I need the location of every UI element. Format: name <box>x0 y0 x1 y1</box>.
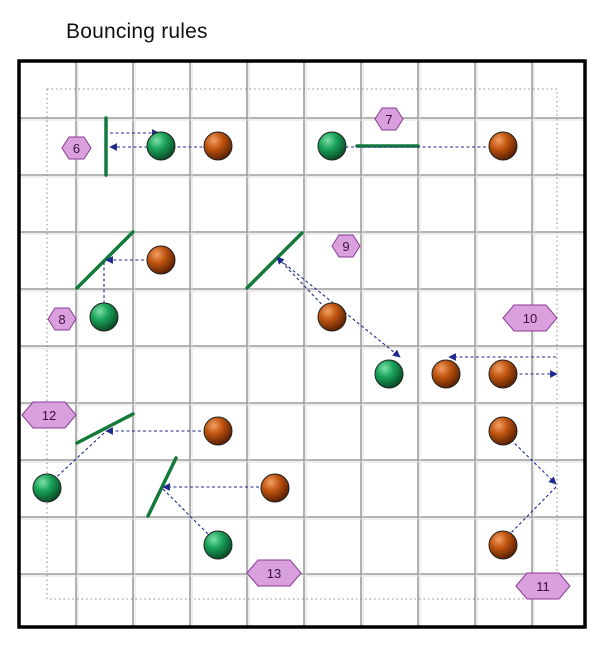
balls <box>32 131 518 560</box>
badge-7: 7 <box>374 107 404 131</box>
orange-ball <box>488 416 518 446</box>
arrow-13-out <box>162 488 215 541</box>
orange-ball <box>203 416 233 446</box>
badge-13: 13 <box>246 559 302 587</box>
badge-10: 10 <box>502 304 558 332</box>
mirror-13 <box>146 456 178 518</box>
green-ball <box>374 359 404 389</box>
badge-12-label: 12 <box>42 408 56 423</box>
green-ball <box>203 530 233 560</box>
mirror-8 <box>75 230 135 290</box>
badge-9: 9 <box>331 234 361 258</box>
badge-11-label: 11 <box>536 579 550 594</box>
orange-ball <box>203 131 233 161</box>
mirrors <box>75 116 420 518</box>
arrow-12-out <box>48 432 105 485</box>
orange-ball <box>488 131 518 161</box>
green-ball <box>32 473 62 503</box>
green-ball <box>89 302 119 332</box>
orange-ball <box>317 302 347 332</box>
badge-6: 6 <box>61 136 92 160</box>
badge-8-label: 8 <box>58 312 65 327</box>
orange-ball <box>431 359 461 389</box>
rule-badges: 6 7 8 9 10 11 12 <box>21 107 571 600</box>
arrow-11-out <box>503 486 557 541</box>
green-ball <box>146 131 176 161</box>
badge-13-label: 13 <box>267 566 281 581</box>
orange-ball <box>488 359 518 389</box>
badge-7-label: 7 <box>385 112 392 127</box>
arrow-9-in <box>276 256 330 313</box>
grid <box>19 61 585 627</box>
badge-9-label: 9 <box>342 239 349 254</box>
inner-dotted-boundary <box>46 88 558 600</box>
badge-12: 12 <box>21 401 77 429</box>
mirror-12 <box>75 412 135 445</box>
orange-ball <box>260 473 290 503</box>
board-border <box>17 59 587 629</box>
orange-ball <box>488 530 518 560</box>
mirror-9 <box>245 231 304 290</box>
badge-6-label: 6 <box>73 141 80 156</box>
diagram-title: Bouncing rules <box>66 20 208 43</box>
badge-10-label: 10 <box>523 311 537 326</box>
trajectories <box>48 129 558 541</box>
badge-8: 8 <box>47 307 77 331</box>
badge-11: 11 <box>515 572 571 600</box>
green-ball <box>317 131 347 161</box>
orange-ball <box>146 245 176 275</box>
